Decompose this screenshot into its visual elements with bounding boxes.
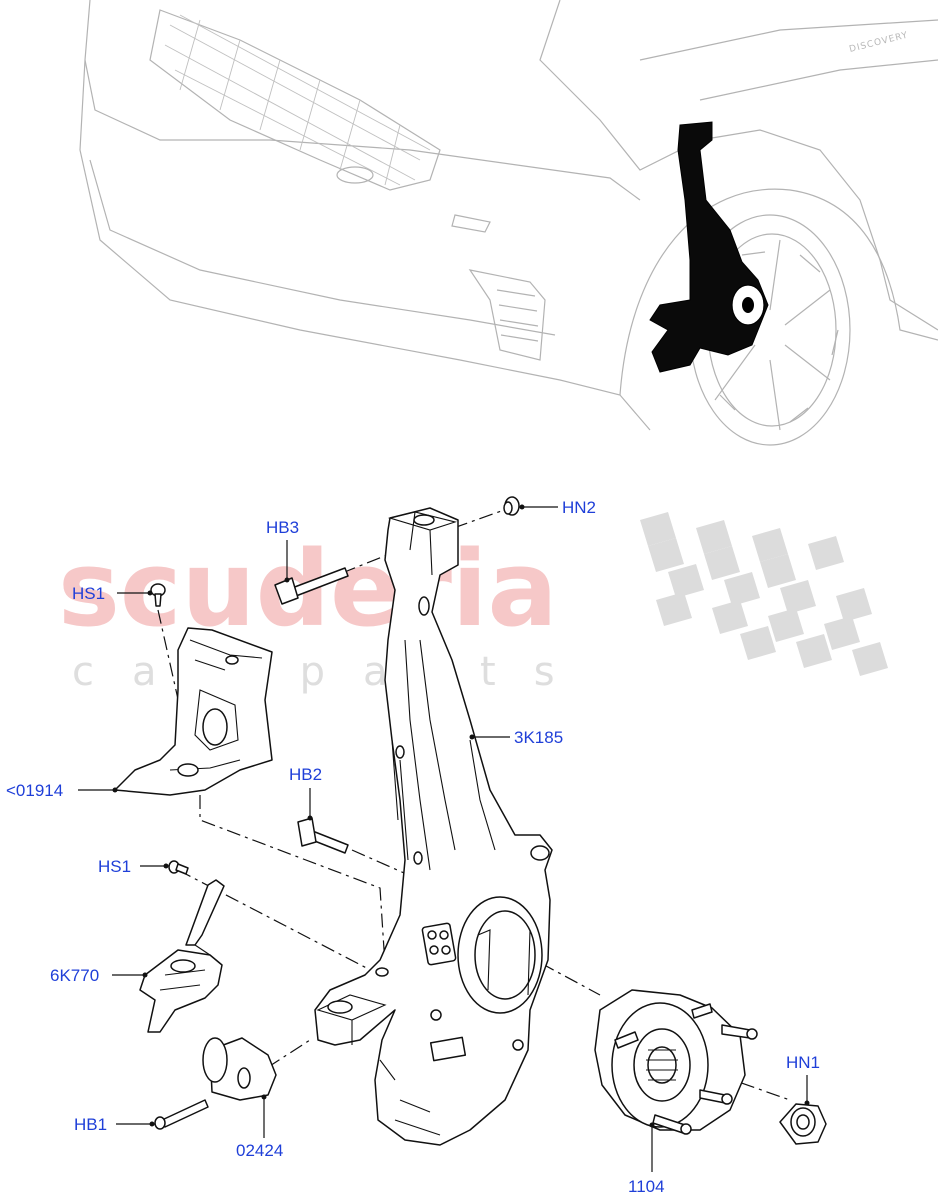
knuckle-bearing-bore-inner bbox=[474, 910, 536, 1000]
car-lower-bumper bbox=[89, 159, 556, 336]
bracket-hole bbox=[170, 959, 196, 973]
knuckle-pad-hole-4 bbox=[441, 945, 451, 955]
car-fog-light bbox=[468, 269, 546, 361]
car-fog-light-slats bbox=[496, 289, 539, 342]
callout-02424[interactable]: 02424 bbox=[236, 1141, 283, 1160]
callout-1104[interactable]: 1104 bbox=[628, 1177, 665, 1196]
screw-hs1-lower bbox=[168, 860, 189, 875]
heat-shield bbox=[114, 627, 273, 796]
knuckle-lower-stud bbox=[375, 967, 389, 977]
knuckle-pad-hole-3 bbox=[429, 945, 439, 955]
callout-3k185[interactable]: 3K185 bbox=[514, 728, 563, 747]
bracket-arm bbox=[185, 879, 225, 946]
heat-shield-contours bbox=[169, 639, 263, 771]
knuckle-top-hole bbox=[413, 514, 435, 526]
fasteners bbox=[150, 496, 827, 1145]
hub-splines bbox=[646, 1049, 678, 1081]
car-bumper-outline bbox=[79, 59, 651, 431]
bushing-bore bbox=[237, 1067, 251, 1089]
knuckle-arm-ribs bbox=[391, 639, 496, 871]
knuckle-upper-slot bbox=[418, 596, 430, 616]
car-front-wing bbox=[539, 0, 938, 331]
screw-hs1-upper bbox=[150, 583, 166, 607]
callout-01914[interactable]: <01914 bbox=[6, 781, 63, 800]
car-belt-line bbox=[639, 19, 938, 101]
steering-knuckle bbox=[314, 507, 553, 1146]
car-wheel-arch bbox=[619, 188, 938, 396]
overview-hub-center bbox=[742, 297, 754, 313]
knuckle-boss-1 bbox=[430, 1009, 442, 1021]
overview-badge: DISCOVERY bbox=[848, 31, 909, 55]
knuckle-rib-hole bbox=[395, 745, 405, 759]
car-side-marker bbox=[451, 214, 491, 233]
knuckle-pad-hole-2 bbox=[439, 930, 449, 940]
callout-hb3[interactable]: HB3 bbox=[266, 518, 299, 537]
vehicle-overview: DISCOVERY bbox=[79, 0, 938, 446]
callout-hn1[interactable]: HN1 bbox=[786, 1053, 820, 1072]
bolt-hb1 bbox=[154, 1099, 209, 1130]
wheel-hub bbox=[594, 989, 758, 1135]
knuckle-bottom-ribs bbox=[379, 1059, 441, 1136]
nut-hn2 bbox=[503, 496, 520, 516]
callout-hb2[interactable]: HB2 bbox=[289, 765, 322, 784]
car-grille-outline bbox=[149, 9, 441, 191]
knuckle-ear-hole bbox=[530, 845, 550, 861]
car-hood-outline bbox=[84, 0, 641, 201]
callout-labels: HN2 HB3 HS1 3K185 <01914 HB2 HS1 6K770 H… bbox=[6, 498, 820, 1196]
heat-shield-body bbox=[114, 627, 273, 796]
abs-sensor-bracket bbox=[139, 879, 225, 1033]
callout-hb1[interactable]: HB1 bbox=[74, 1115, 107, 1134]
bushing bbox=[202, 1037, 277, 1101]
hub-spline-center bbox=[647, 1046, 677, 1084]
callout-hn2[interactable]: HN2 bbox=[562, 498, 596, 517]
knuckle-pad-hole-1 bbox=[427, 930, 437, 940]
car-grille-mesh bbox=[164, 14, 431, 186]
bracket-ribs bbox=[159, 944, 211, 991]
watermark: scuderia car parts bbox=[58, 512, 888, 695]
callout-leaders bbox=[78, 504, 810, 1172]
watermark-checker-flag bbox=[640, 512, 888, 676]
hub-studs bbox=[614, 1003, 758, 1135]
bolt-hb3 bbox=[274, 567, 349, 605]
heat-shield-hole bbox=[202, 708, 228, 746]
bolt-hb2 bbox=[297, 817, 349, 854]
heat-shield-mount-top bbox=[225, 655, 239, 665]
callout-6k770[interactable]: 6K770 bbox=[50, 966, 99, 985]
watermark-tagline: car parts bbox=[72, 649, 593, 695]
knuckle-lower-arm-socket bbox=[316, 994, 387, 1045]
heat-shield-mount bbox=[177, 763, 199, 777]
nut-hn1 bbox=[779, 1103, 827, 1145]
knuckle-bore-detail bbox=[477, 929, 531, 996]
knuckle-sensor-pad bbox=[421, 922, 457, 966]
callout-hs1-lower[interactable]: HS1 bbox=[98, 857, 131, 876]
knuckle-rib-hole-2 bbox=[413, 851, 423, 865]
callout-hs1-upper[interactable]: HS1 bbox=[72, 584, 105, 603]
knuckle-boss-2 bbox=[512, 1039, 524, 1051]
knuckle-lower-hole bbox=[327, 1000, 353, 1014]
bushing-face bbox=[202, 1037, 228, 1083]
knuckle-logo-pad bbox=[429, 1036, 467, 1062]
car-badge-oval bbox=[336, 166, 374, 184]
